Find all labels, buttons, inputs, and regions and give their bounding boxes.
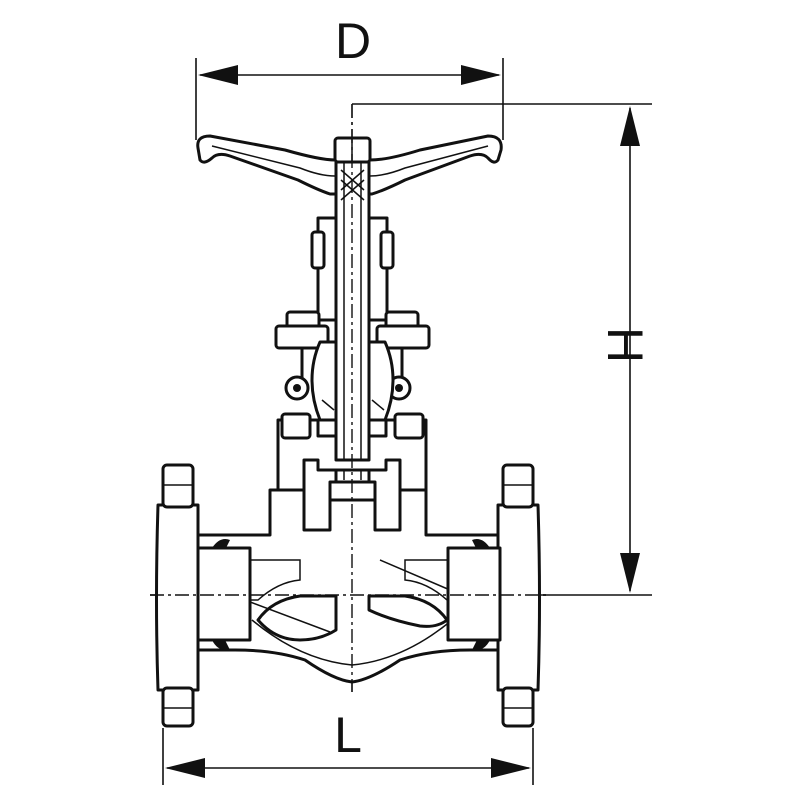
gland-bolts (274, 310, 431, 422)
dimension-d: D (195, 13, 504, 140)
dimension-l: L (162, 707, 534, 785)
dimension-l-label: L (334, 707, 362, 763)
center-lines-overlay (150, 104, 548, 692)
yoke (310, 216, 395, 322)
dimension-h: H (352, 103, 653, 596)
left-flange (155, 463, 252, 728)
right-flange (446, 463, 541, 728)
valve-body (196, 488, 500, 684)
dimension-h-label: H (597, 327, 653, 363)
dimension-d-label: D (335, 13, 371, 69)
